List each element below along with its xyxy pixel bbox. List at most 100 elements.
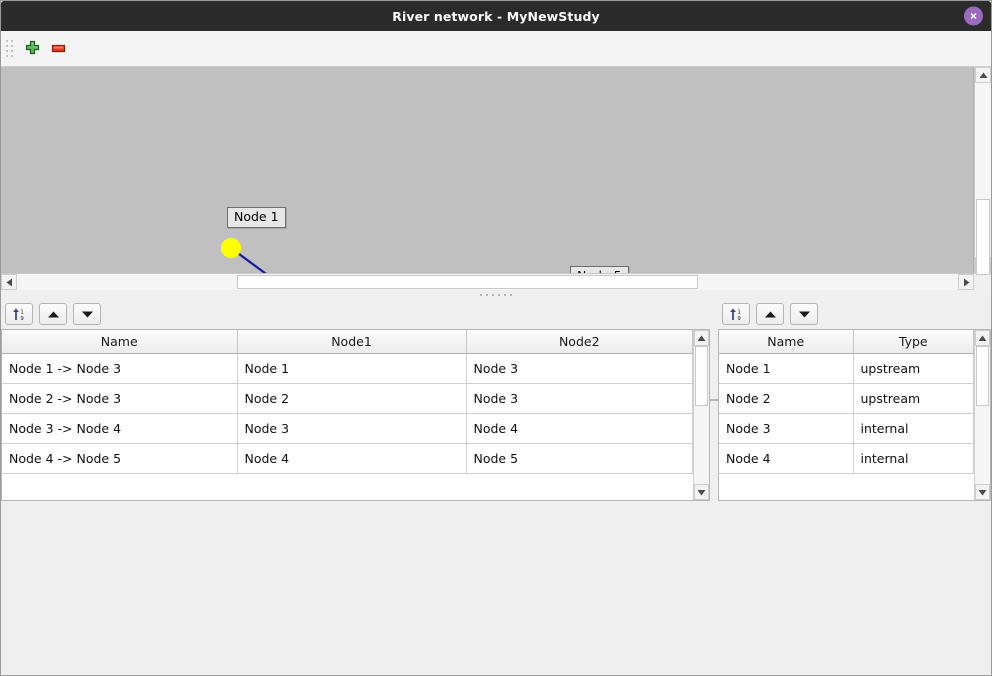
node-table-cell[interactable]: internal	[853, 413, 974, 444]
node-scroll-up-button[interactable]	[975, 330, 990, 346]
chevron-left-icon	[6, 278, 12, 286]
chevron-up-icon	[979, 72, 987, 78]
branch-move-down-button[interactable]	[73, 303, 101, 325]
branch-col-name[interactable]: Name	[2, 330, 238, 354]
branch-table-cell[interactable]: Node 3	[466, 353, 693, 384]
node-table-cell[interactable]: Node 4	[719, 443, 854, 474]
diagram-hscroll-track[interactable]	[17, 274, 958, 290]
add-node-icon	[25, 40, 39, 55]
diagram-hscroll-thumb[interactable]	[237, 275, 698, 289]
svg-text:1: 1	[20, 309, 23, 315]
horizontal-splitter[interactable]	[1, 290, 991, 299]
branch-pane: 1 9	[1, 299, 710, 501]
branch-toolbar: 1 9	[1, 299, 710, 329]
branch-table-cell[interactable]: Node 2	[237, 383, 467, 414]
node-scroll-thumb[interactable]	[976, 346, 989, 406]
graph-node-label[interactable]: Node 1	[227, 207, 286, 228]
node-pane: 1 9	[718, 299, 991, 501]
svg-text:9: 9	[20, 316, 24, 322]
scroll-right-button[interactable]	[958, 274, 974, 290]
branch-table-header-row: Name Node1 Node2	[2, 330, 693, 354]
window-title: River network - MyNewStudy	[392, 8, 600, 24]
diagram-vscroll-track[interactable]	[975, 83, 991, 275]
branch-sort-button[interactable]: 1 9	[5, 303, 33, 325]
branch-table-cell[interactable]: Node 1	[237, 353, 467, 384]
diagram-horizontal-scrollbar[interactable]	[1, 273, 991, 290]
branch-table-cell[interactable]: Node 3	[466, 383, 693, 414]
diagram-vertical-scrollbar[interactable]	[974, 67, 991, 275]
branch-table-cell[interactable]: Node 5	[466, 443, 693, 474]
graph-node[interactable]	[221, 238, 241, 258]
branch-col-node1[interactable]: Node1	[237, 330, 467, 354]
node-table-cell[interactable]: Node 1	[719, 353, 854, 384]
scroll-up-button[interactable]	[975, 67, 991, 83]
node-move-down-button[interactable]	[790, 303, 818, 325]
branch-table-cell[interactable]: Node 4	[466, 413, 693, 444]
branch-scroll-track[interactable]	[694, 346, 709, 484]
branch-table-cell[interactable]: Node 1 -> Node 3	[2, 353, 238, 384]
move-up-icon	[47, 311, 59, 317]
chevron-up-icon	[697, 335, 706, 341]
branch-table-cell[interactable]: Node 4	[237, 443, 467, 474]
vertical-splitter[interactable]	[710, 299, 718, 501]
branch-move-up-button[interactable]	[39, 303, 67, 325]
node-table-scrollbar[interactable]	[974, 330, 990, 500]
node-table-cell[interactable]: upstream	[853, 383, 974, 414]
node-table-header-row: Name Type	[719, 330, 974, 354]
branch-scroll-up-button[interactable]	[694, 330, 709, 346]
delete-node-button[interactable]	[45, 36, 71, 62]
branch-table-cell[interactable]: Node 3 -> Node 4	[2, 413, 238, 444]
move-up-icon	[764, 311, 776, 317]
branch-table-cell[interactable]: Node 4 -> Node 5	[2, 443, 238, 474]
branch-table-scrollbar[interactable]	[693, 330, 709, 500]
node-move-up-button[interactable]	[756, 303, 784, 325]
sort-ascending-icon: 1 9	[12, 307, 24, 322]
sort-ascending-icon: 1 9	[729, 307, 741, 322]
chevron-down-icon	[978, 489, 987, 495]
node-table-cell[interactable]: Node 2	[719, 383, 854, 414]
status-bar	[1, 501, 991, 675]
svg-text:1: 1	[737, 309, 740, 315]
branch-scroll-thumb[interactable]	[695, 346, 708, 406]
move-down-icon	[798, 311, 810, 317]
node-scroll-down-button[interactable]	[975, 484, 990, 500]
close-button[interactable]	[964, 6, 983, 26]
diagram-vscroll-thumb[interactable]	[976, 199, 990, 275]
branch-col-node2[interactable]: Node2	[466, 330, 693, 354]
toolbar-drag-handle[interactable]	[5, 38, 13, 60]
scrollbar-corner	[974, 274, 991, 290]
branch-table-cell[interactable]: Node 3	[237, 413, 467, 444]
node-sort-button[interactable]: 1 9	[722, 303, 750, 325]
node-scroll-track[interactable]	[975, 346, 990, 484]
chevron-up-icon	[978, 335, 987, 341]
node-table-cell[interactable]: upstream	[853, 353, 974, 384]
chevron-right-icon	[963, 278, 969, 286]
branch-scroll-down-button[interactable]	[694, 484, 709, 500]
node-table-cell[interactable]: Node 3	[719, 413, 854, 444]
node-col-name[interactable]: Name	[719, 330, 854, 354]
tables-area: 1 9	[1, 299, 991, 501]
node-col-type[interactable]: Type	[853, 330, 974, 354]
scroll-left-button[interactable]	[1, 274, 17, 290]
graph-edge[interactable]	[238, 253, 329, 273]
add-node-button[interactable]	[19, 36, 45, 62]
graph-node-label[interactable]: Node 5	[570, 266, 629, 273]
branch-table-cell[interactable]: Node 2 -> Node 3	[2, 383, 238, 414]
node-table-cell[interactable]: internal	[853, 443, 974, 474]
